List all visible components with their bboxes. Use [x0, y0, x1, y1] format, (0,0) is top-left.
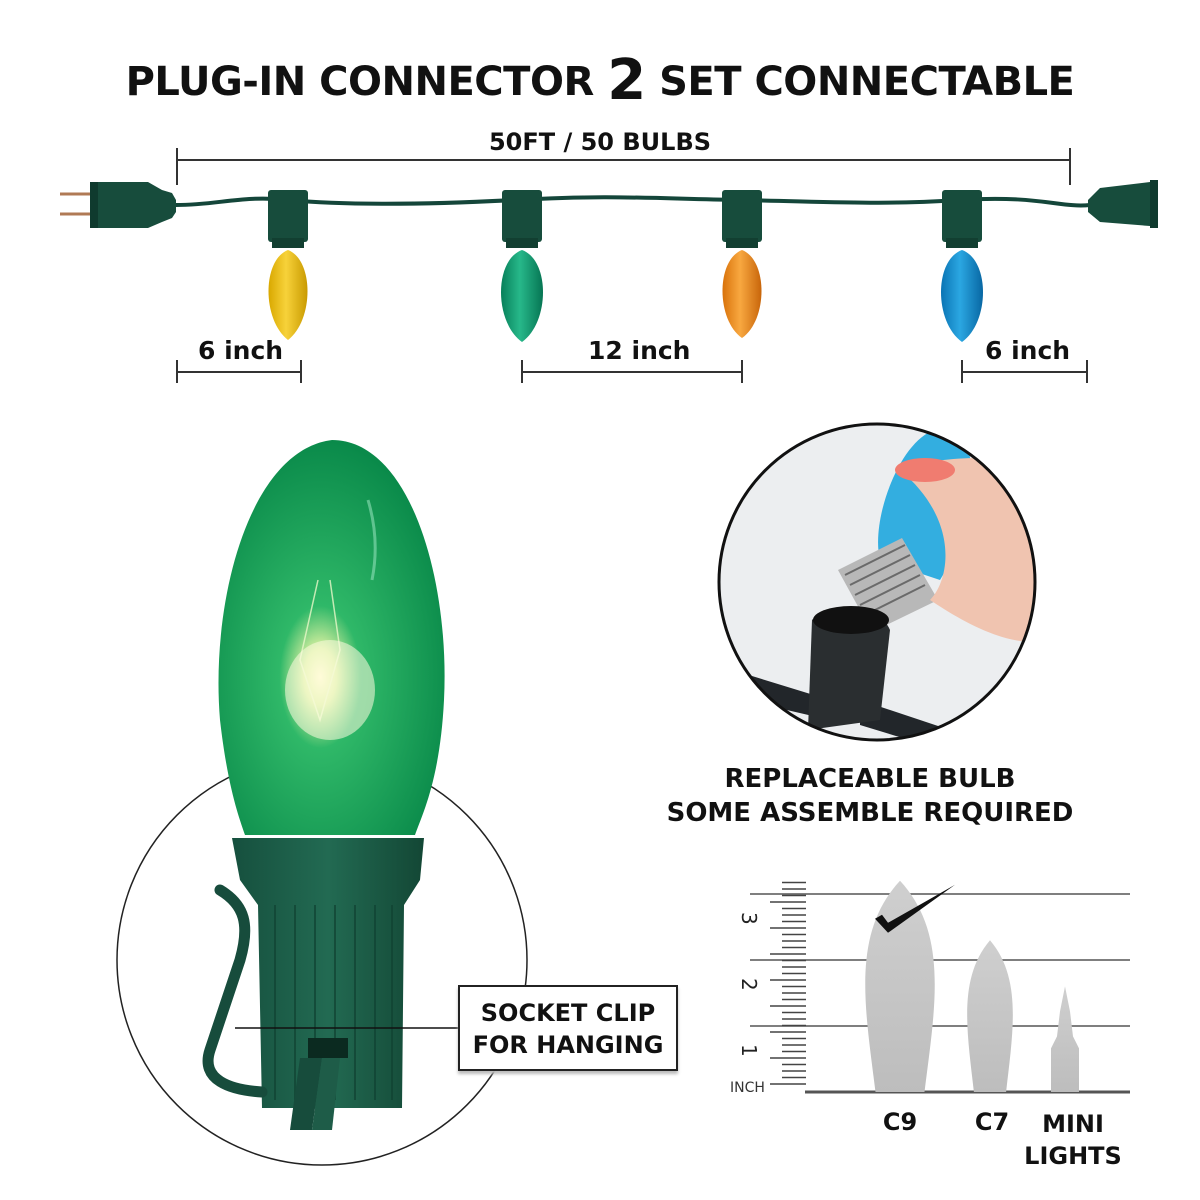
- length-label: 50FT / 50 BULBS: [488, 128, 712, 156]
- mini-label-line-2: LIGHTS: [1024, 1142, 1122, 1170]
- size-bulb-silhouette: [1051, 986, 1079, 1092]
- ruler-unit-label: INCH: [730, 1080, 765, 1096]
- size-bulb-silhouette: [967, 940, 1013, 1092]
- socket-clip-callout: SOCKET CLIP FOR HANGING: [458, 985, 678, 1071]
- caption-line-2: SOME ASSEMBLE REQUIRED: [666, 798, 1074, 828]
- mini-label-line-1: MINI: [1042, 1110, 1104, 1138]
- ruler-number: 3: [737, 912, 761, 925]
- string-bulb-orange: [722, 190, 762, 338]
- inset-circle-border: [717, 422, 1037, 742]
- spacing-label-right: 6 inch: [985, 336, 1071, 365]
- closeup-socket: [202, 838, 424, 1130]
- spacing-label-left: 6 inch: [198, 336, 284, 365]
- spacing-dimension-left: [176, 360, 302, 383]
- callout-line-2: FOR HANGING: [472, 1031, 664, 1059]
- length-dimension: [176, 148, 1071, 185]
- closeup-bulb: [218, 440, 445, 835]
- ruler-number: 2: [737, 978, 761, 991]
- headline-suffix: SET CONNECTABLE: [659, 59, 1075, 105]
- string-bulb-green: [501, 190, 543, 342]
- caption-line-1: REPLACEABLE BULB: [724, 764, 1016, 794]
- male-plug-icon: [60, 182, 176, 228]
- inset-photo: [719, 424, 1035, 740]
- string-bulb-yellow: [268, 190, 308, 340]
- size-label-c7: C7: [974, 1108, 1010, 1136]
- size-label-mini: MINI LIGHTS: [1018, 1108, 1128, 1172]
- headline-prefix: PLUG-IN CONNECTOR: [125, 59, 595, 105]
- spacing-dimension-middle: [521, 360, 743, 383]
- checkmark-icon: [875, 884, 955, 933]
- headline-number: 2: [607, 48, 646, 113]
- size-comparison-chart: 1 2 3: [737, 880, 1130, 1094]
- ruler-number: 1: [737, 1044, 761, 1057]
- size-label-c9: C9: [882, 1108, 918, 1136]
- size-bulb-silhouette: [865, 880, 935, 1092]
- female-plug-icon: [1088, 180, 1158, 228]
- callout-line-1: SOCKET CLIP: [480, 999, 656, 1027]
- spacing-dimension-right: [961, 360, 1088, 383]
- string-bulb-blue: [941, 190, 983, 342]
- headline: PLUG-IN CONNECTOR 2 SET CONNECTABLE: [0, 48, 1200, 113]
- inset-caption: REPLACEABLE BULB SOME ASSEMBLE REQUIRED: [660, 762, 1080, 830]
- spacing-label-middle: 12 inch: [588, 336, 691, 365]
